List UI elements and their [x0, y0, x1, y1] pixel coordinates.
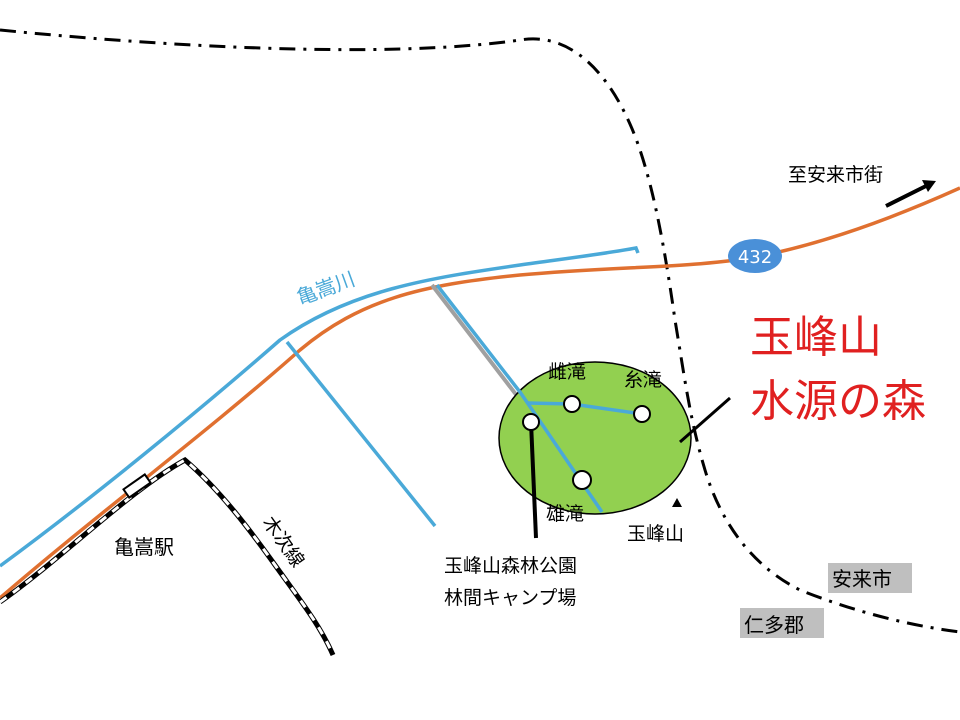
- station-label: 亀嵩駅: [114, 535, 174, 559]
- municipality-label-1: 安来市: [832, 567, 892, 591]
- title-line2: 水源の森: [750, 376, 926, 427]
- municipal-boundary-line: [0, 28, 960, 634]
- route-number-label: 432: [738, 247, 772, 268]
- waterfall-thread-marker: [633, 405, 651, 423]
- river-kamedake: [0, 246, 640, 568]
- camp-label-line2: 林間キャンプ場: [444, 587, 576, 609]
- title-leader-line: [679, 396, 731, 444]
- title-line1: 玉峰山: [750, 312, 882, 363]
- forest-area: [498, 361, 692, 515]
- waterfall-male-marker: [572, 470, 592, 490]
- camp-leader-line: [529, 421, 538, 539]
- river-tributary-forest: [435, 283, 604, 513]
- municipality-label-2: 仁多郡: [744, 613, 804, 637]
- route-badge: [728, 239, 782, 273]
- waterfall-female-marker: [563, 395, 581, 413]
- direction-label: 至安来市街: [788, 164, 883, 186]
- camp-label-line1: 玉峰山森林公園: [444, 555, 577, 577]
- triangle-peak-icon: [672, 498, 682, 507]
- mountain-label: 玉峰山: [627, 523, 684, 545]
- railway-kisuki-line-inner: [0, 458, 335, 656]
- railway-label: 木次線: [258, 512, 309, 571]
- arrow-up-right-icon: [885, 183, 929, 208]
- camp-marker: [522, 413, 540, 431]
- waterfall-male-label: 雄滝: [546, 503, 584, 525]
- municipality-label-bg-2: [740, 608, 824, 638]
- waterfall-thread-label: 糸滝: [624, 369, 662, 391]
- municipality-label-bg-1: [828, 563, 912, 593]
- station-rectangle-icon: [122, 473, 152, 499]
- arrow-up-right-head: [922, 180, 936, 192]
- road-route-432: [0, 186, 960, 600]
- waterfall-female-label: 雌滝: [548, 361, 586, 383]
- river-tributary-west: [285, 340, 437, 528]
